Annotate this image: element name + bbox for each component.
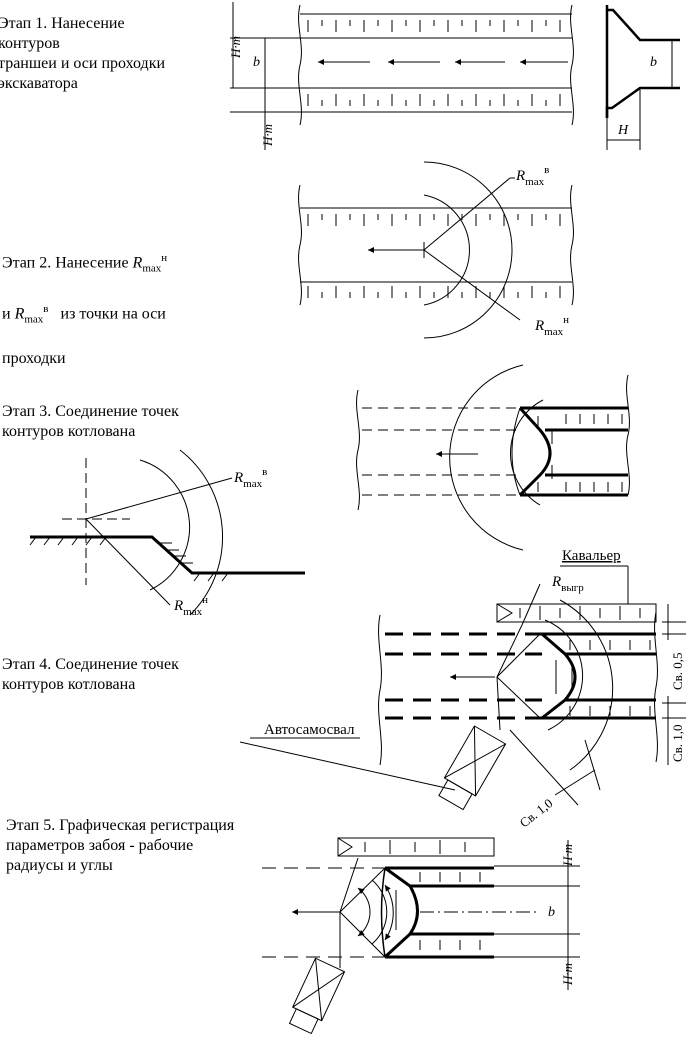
avtosamosval-label: Автосамосвал: [264, 722, 355, 738]
stage-2-line2-post: из точки на оси: [60, 304, 166, 322]
stage-1-b-right: b: [650, 55, 657, 70]
stage-2-rmax-upper: Rmaxв: [515, 164, 549, 188]
kavalier-label: Кавальер: [562, 548, 621, 564]
stage-1-h-right: H: [617, 123, 629, 138]
stage-3-text: Этап 3. Соединение точек контуров котлов…: [2, 403, 179, 440]
stage-5-diagram: [262, 837, 580, 1035]
stage-3-rmax-lower: Rmaxн: [173, 594, 208, 618]
stage-2-diagram: [298, 161, 574, 339]
stage-4-rvygr: Rвыгр: [551, 574, 584, 594]
stage-1-text: Этап 1. Нанесение контуров траншеи и оси…: [0, 15, 166, 92]
stage-3-profile: [29, 449, 305, 616]
stage-3-diagram: [356, 364, 630, 551]
stage-4-diagram: [239, 565, 686, 811]
stage-5-b: b: [548, 905, 555, 920]
stage-1-hm-top: H·m: [228, 36, 243, 59]
sv10-right-label: Св. 1,0: [670, 724, 685, 762]
stage-2-line1: Этап 2. Нанесение: [2, 254, 133, 272]
sv10-bottom-label: Св. 1,0: [517, 795, 556, 830]
stage-2-max-sub: max: [142, 262, 162, 275]
stage-1-diagram: [230, 2, 680, 150]
stage-1-b-left: b: [253, 55, 260, 70]
stage-5-hm-top: H·m: [560, 844, 575, 867]
stage-2-max-sub-2: max: [24, 313, 44, 326]
stage-2-line3: проходки: [2, 350, 66, 368]
stage-2-lower-sup: н: [161, 252, 168, 264]
stage-2-r-symbol-2: R: [14, 304, 25, 322]
stage-1-hm-bottom: H·m: [260, 124, 275, 147]
sv05-label: Св. 0,5: [670, 652, 685, 690]
stage-2-line2: и: [2, 304, 15, 322]
stage-3-rmax-upper: Rmaxв: [233, 466, 267, 490]
stage-2-rmax-lower: Rmaxн: [534, 314, 569, 338]
stage-2-text: Этап 2. Нанесение Rmaxн и Rmaxв из точки…: [2, 228, 167, 389]
stage-2-upper-sup: в: [43, 302, 49, 315]
stage-5-text: Этап 5. Графическая регистрация параметр…: [6, 817, 235, 874]
stage-4-text: Этап 4. Соединение точек контуров котлов…: [2, 656, 179, 693]
stage-2-r-symbol: R: [132, 254, 143, 272]
stage-5-hm-bottom: H·m: [560, 963, 575, 986]
